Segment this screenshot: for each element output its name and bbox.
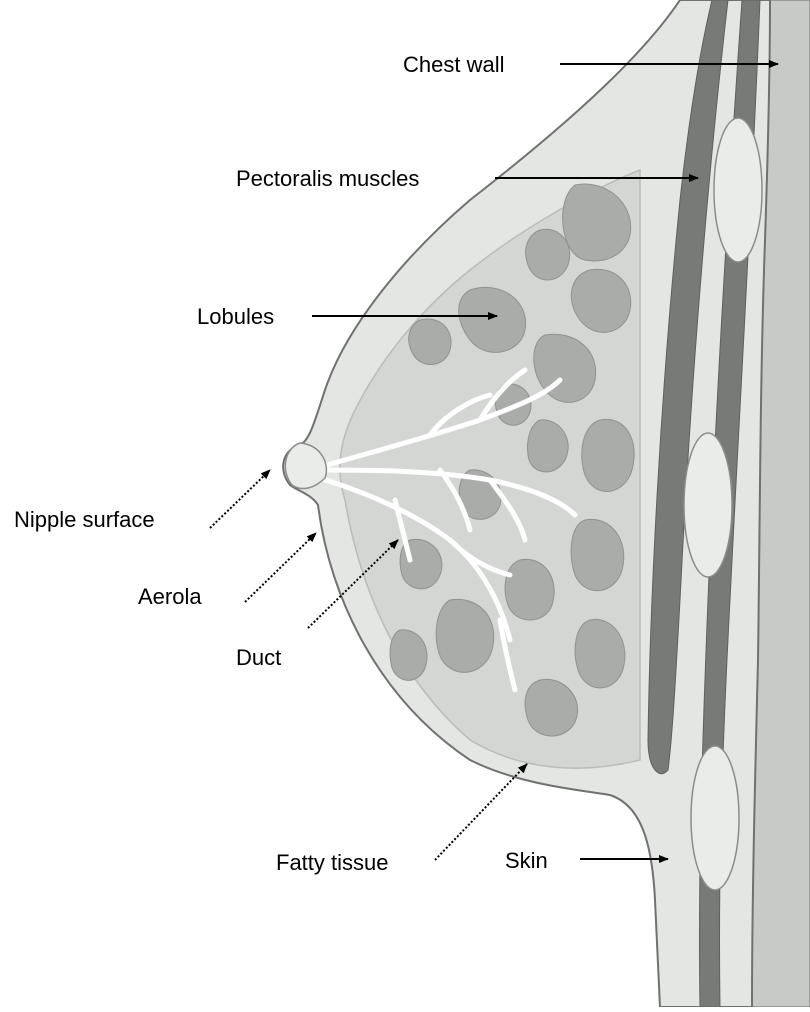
- pointer-fatty-tissue: [435, 764, 527, 860]
- label-aerola: Aerola: [138, 586, 202, 608]
- label-pectoralis-muscles: Pectoralis muscles: [236, 168, 419, 190]
- label-skin: Skin: [505, 850, 548, 872]
- label-lobules: Lobules: [197, 306, 274, 328]
- label-nipple-surface: Nipple surface: [14, 509, 155, 531]
- label-duct: Duct: [236, 647, 281, 669]
- pointer-aerola: [245, 533, 316, 602]
- pointer-nipple-surface: [210, 470, 270, 528]
- label-fatty-tissue: Fatty tissue: [276, 852, 388, 874]
- label-chest-wall: Chest wall: [403, 54, 504, 76]
